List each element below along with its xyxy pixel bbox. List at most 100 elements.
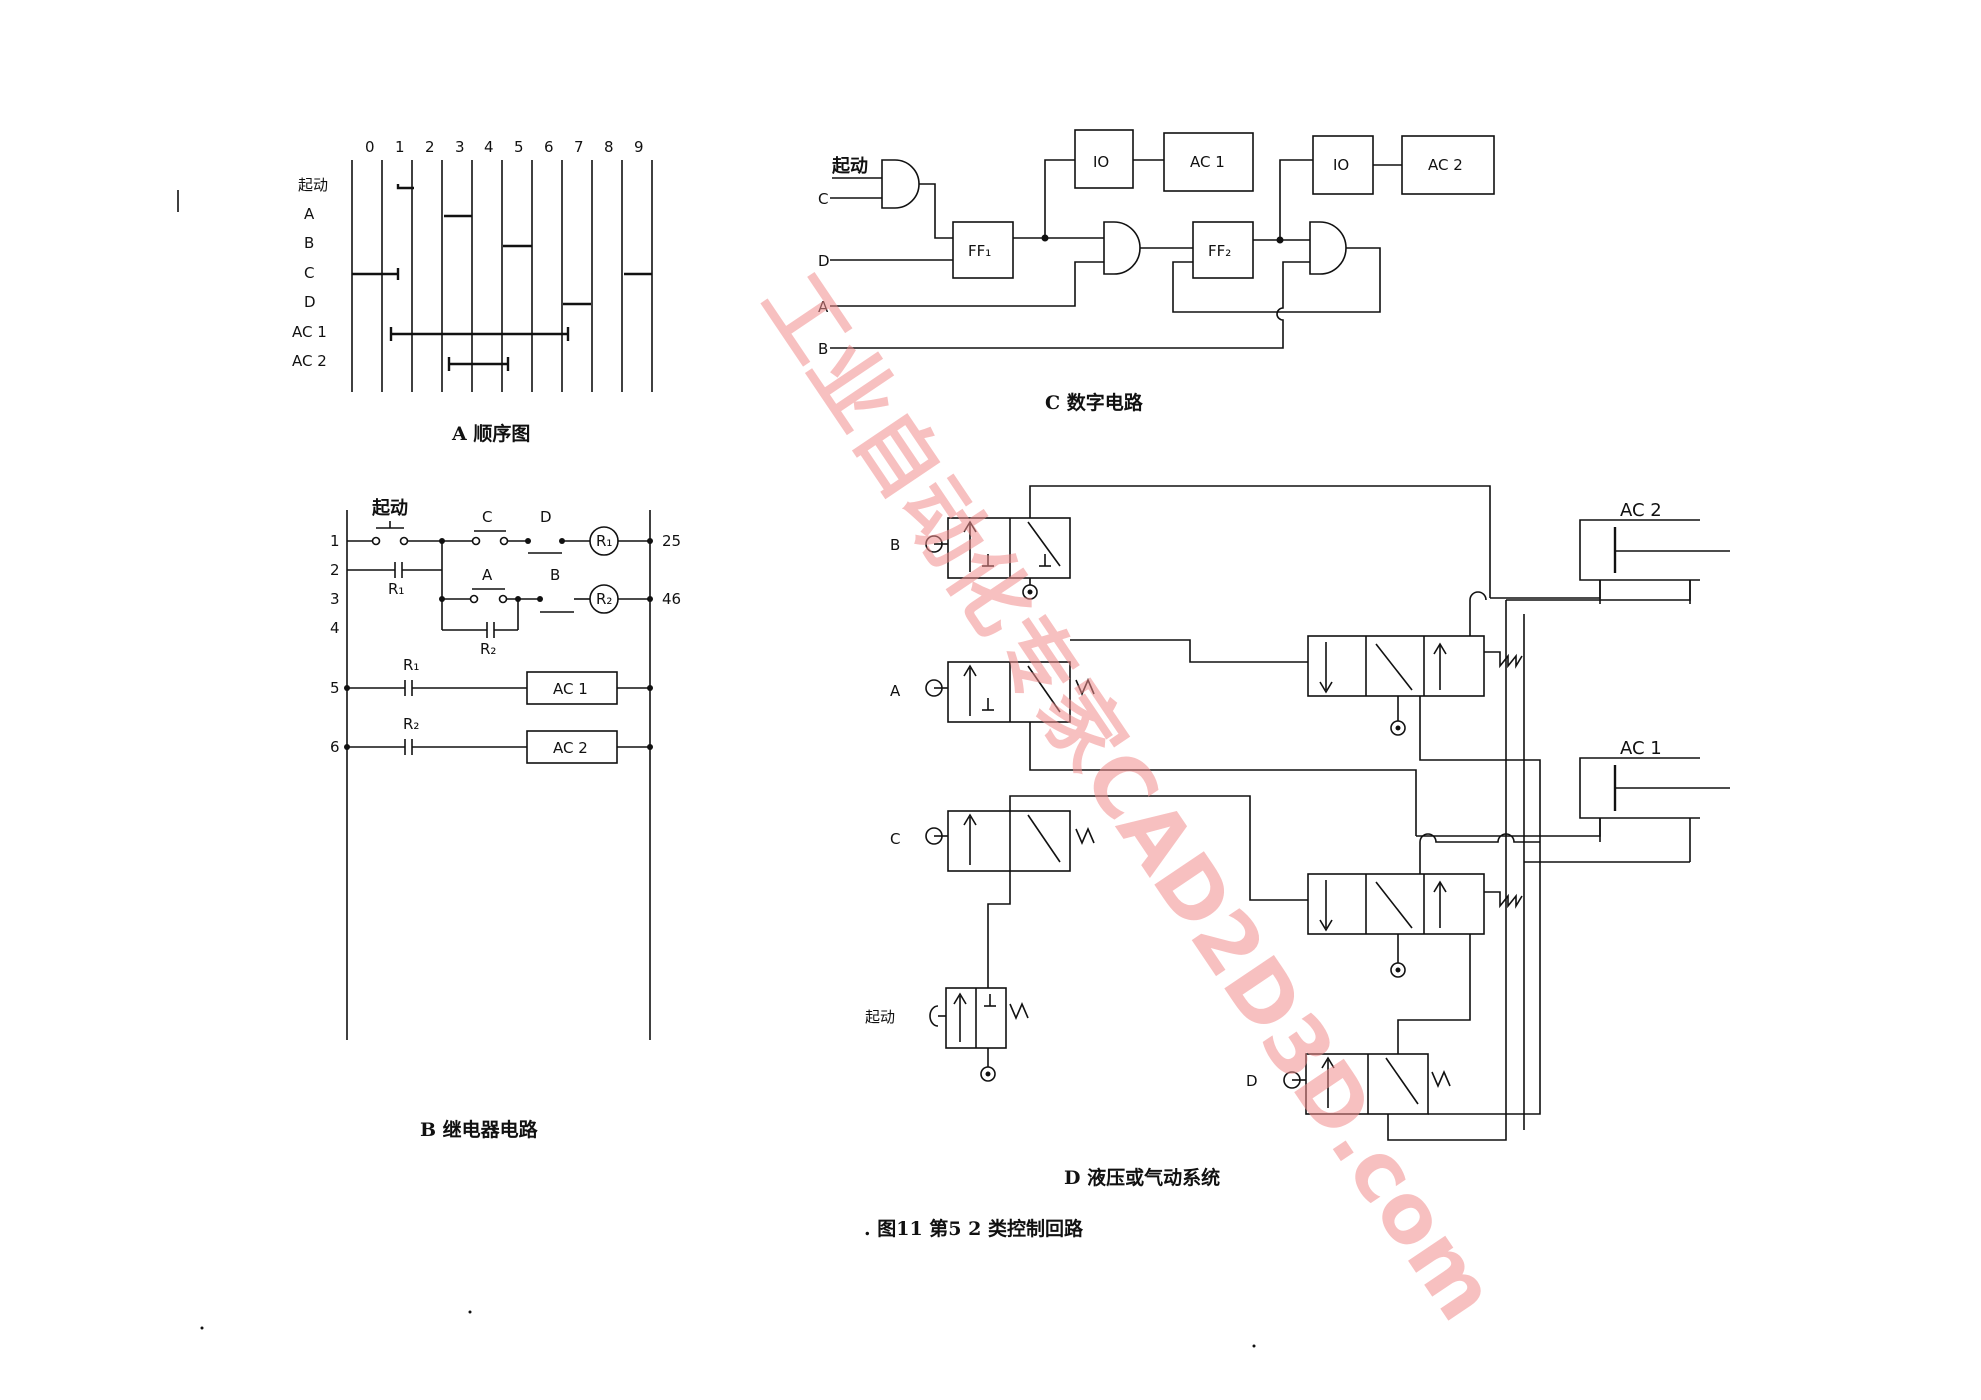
main-valve-ac1 (1307, 873, 1523, 978)
sequence-diagram: 0 1 2 3 4 5 6 7 8 9 起动 A B C D AC 1 AC 2 (292, 138, 653, 445)
sequence-row-label: B (304, 234, 314, 252)
ac1-output-block (1163, 132, 1254, 192)
main-valve-ac2 (1307, 635, 1523, 736)
figure-caption: . 图11 第5 2 类控制回路 (864, 1217, 1084, 1240)
pneumatic-piping (987, 485, 1691, 1141)
digital-junctions (1041, 234, 1284, 244)
and-gate-1 (881, 159, 920, 209)
start-button-label: 起动 (371, 497, 408, 519)
rung-number: 6 (330, 738, 340, 756)
rung-number: 4 (330, 619, 340, 637)
valve-c-label: C (890, 830, 900, 848)
and-gate-2 (1103, 221, 1141, 275)
io-block-1-label: IO (1093, 153, 1109, 171)
ac1-output-label: AC 1 (1190, 153, 1225, 171)
relay-coil-r1 (589, 526, 619, 556)
relay-coil-r1-label: R₁ (596, 532, 612, 550)
start-valve-label: 起动 (865, 1008, 895, 1026)
valve-c (925, 810, 1095, 872)
io-block-2 (1312, 135, 1374, 195)
sequence-row-label: C (304, 264, 314, 282)
cylinder-ac2-label: AC 2 (1620, 500, 1662, 521)
relay-circuit-caption: B 继电器电路 (420, 1118, 539, 1141)
flip-flop-2-label: FF₂ (1208, 242, 1231, 260)
sequence-column-number: 3 (455, 138, 465, 156)
input-b-label: B (818, 340, 828, 358)
contact-c-label: C (482, 508, 492, 526)
contact-b-label: B (550, 566, 560, 584)
cylinder-ac1-label: AC 1 (1620, 738, 1662, 759)
coil-ac2-label: AC 2 (553, 739, 588, 757)
sequence-column-number: 1 (395, 138, 405, 156)
valve-a (925, 661, 1095, 723)
relay-coil-r2 (589, 584, 619, 614)
rung-1-junctions (439, 538, 565, 544)
sequence-diagram-caption: A 顺序图 (451, 422, 530, 445)
valve-b (925, 517, 1071, 600)
and-gate-3 (1309, 221, 1347, 275)
valve-d (1283, 1053, 1451, 1115)
sequence-column-number: 8 (604, 138, 614, 156)
valve-b-label: B (890, 536, 900, 554)
rung-number: 2 (330, 561, 340, 579)
rung-3-wiring (441, 570, 650, 638)
coil-ac1-label: AC 1 (553, 680, 588, 698)
sequence-row-label: 起动 (298, 176, 328, 194)
cross-reference-25: 25 (662, 532, 681, 550)
coil-ac1 (526, 671, 618, 705)
ac2-output-block (1401, 135, 1495, 195)
rung-number: 3 (330, 590, 340, 608)
io-block-2-label: IO (1333, 156, 1349, 174)
scan-marks (177, 190, 1256, 1348)
sequence-row-label: AC 1 (292, 323, 327, 341)
digital-circuit: 起动 C D A B FF₁ FF₂ IO AC 1 IO AC 2 (818, 129, 1495, 414)
start-valve (929, 987, 1029, 1082)
input-c-label: C (818, 190, 828, 208)
input-a-label: A (818, 298, 829, 316)
input-start-label: 起动 (831, 155, 868, 177)
sequence-time-lines (351, 160, 653, 392)
contact-a-label: A (482, 566, 493, 584)
sequence-state-bars (352, 184, 652, 371)
sequence-column-number: 7 (574, 138, 584, 156)
cylinder-ac1 (1579, 757, 1730, 862)
sequence-row-label: A (304, 205, 315, 223)
sequence-column-number: 9 (634, 138, 644, 156)
valve-d-label: D (1246, 1072, 1258, 1090)
rung-3-junctions (439, 596, 543, 602)
sequence-column-number: 5 (514, 138, 524, 156)
rung-number: 1 (330, 532, 340, 550)
sequence-row-label: AC 2 (292, 352, 327, 370)
sequence-column-number: 4 (484, 138, 494, 156)
flip-flop-1 (952, 221, 1014, 279)
digital-wiring (830, 159, 1402, 349)
input-d-label: D (818, 252, 830, 270)
relay-coil-r2-label: R₂ (596, 590, 612, 608)
pneumatic-system-caption: D 液压或气动系统 (1064, 1166, 1220, 1189)
contact-d-label: D (540, 508, 552, 526)
cylinder-ac2 (1579, 519, 1730, 604)
cross-reference-46: 46 (662, 590, 681, 608)
rung-5-wiring (347, 680, 650, 696)
ac2-output-label: AC 2 (1428, 156, 1463, 174)
sequence-row-label: D (304, 293, 316, 311)
flip-flop-1-label: FF₁ (968, 242, 991, 260)
coil-ac2 (526, 730, 618, 764)
digital-circuit-caption: C 数字电路 (1045, 391, 1144, 414)
rung-2-wiring (347, 541, 443, 578)
contact-r1-label: R₁ (388, 580, 404, 598)
sequence-column-number: 0 (365, 138, 375, 156)
rung-number: 5 (330, 679, 340, 697)
rung-6-wiring (347, 739, 650, 755)
contact-r2b-label: R₂ (403, 715, 419, 733)
contact-r2-label: R₂ (480, 640, 496, 658)
io-block-1 (1074, 129, 1134, 189)
rail-junctions (344, 538, 653, 750)
pneumatic-system: B A C (865, 485, 1730, 1189)
valve-a-label: A (890, 682, 901, 700)
sequence-column-number: 2 (425, 138, 435, 156)
flip-flop-2 (1192, 221, 1254, 279)
contact-r1b-label: R₁ (403, 656, 419, 674)
